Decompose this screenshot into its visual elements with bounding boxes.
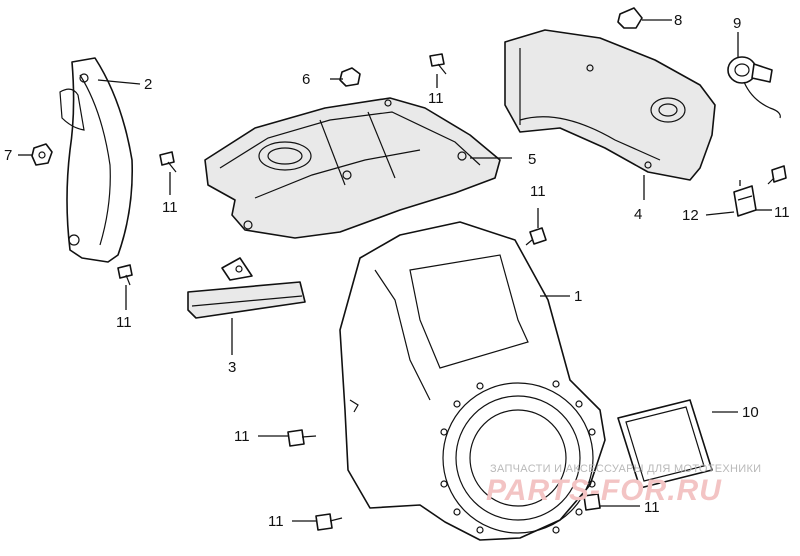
part-4-back-shroud xyxy=(504,29,716,181)
callout-4: 4 xyxy=(634,206,642,223)
callout-7: 7 xyxy=(4,147,12,164)
callout-8: 8 xyxy=(674,12,682,29)
part-3-guide-plate xyxy=(187,257,306,319)
callout-12: 12 xyxy=(682,207,699,224)
callout-11-center: 11 xyxy=(530,183,546,200)
bolt-11-right xyxy=(767,165,787,185)
callout-5: 5 xyxy=(528,151,536,168)
callout-2: 2 xyxy=(144,76,152,93)
part-8-clamp xyxy=(617,7,643,29)
bolt-11-center xyxy=(525,227,547,246)
watermark-logo: PARTS-FOR.RU xyxy=(486,474,722,507)
watermark: ЗАПЧАСТИ И АКСЕССУАРЫ ДЛЯ МОТОТЕХНИКИ PA… xyxy=(486,463,761,507)
watermark-caption: ЗАПЧАСТИ И АКСЕССУАРЫ ДЛЯ МОТОТЕХНИКИ xyxy=(490,463,761,475)
callout-6: 6 xyxy=(302,71,310,88)
bolt-11-bottom-left xyxy=(315,513,343,531)
part-2-side-shroud xyxy=(59,57,134,263)
callout-9: 9 xyxy=(733,15,741,32)
callout-1: 1 xyxy=(574,288,582,305)
bolt-11-lower-left xyxy=(287,429,317,447)
bolt-11-top-center xyxy=(429,53,447,75)
part-9-switch xyxy=(727,56,781,119)
callout-3: 3 xyxy=(228,359,236,376)
callout-11-left-upper: 11 xyxy=(162,199,178,216)
callout-10: 10 xyxy=(742,404,759,421)
bolt-11-left-upper xyxy=(159,151,177,173)
part-5-top-plate xyxy=(204,97,501,239)
bolt-11-bottom-right xyxy=(571,493,601,511)
part-10-gasket xyxy=(617,399,713,489)
bolt-11-left-lower xyxy=(117,264,133,286)
callout-labels: 2 7 11 11 3 6 11 5 11 1 8 9 4 12 11 11 1… xyxy=(4,12,790,530)
callout-11-bottom-left: 11 xyxy=(268,513,284,530)
part-1-fan-housing xyxy=(339,221,606,541)
callout-11-left-lower: 11 xyxy=(116,314,132,331)
part-12-bracket xyxy=(733,185,757,217)
part-7-clip xyxy=(31,143,53,166)
callout-11-bottom-right: 11 xyxy=(644,499,660,516)
leader-lines xyxy=(18,19,772,522)
callout-11-lower-left: 11 xyxy=(234,428,250,445)
part-6-nut xyxy=(339,67,361,87)
callout-11-top: 11 xyxy=(428,90,444,107)
callout-11-right: 11 xyxy=(774,204,790,221)
